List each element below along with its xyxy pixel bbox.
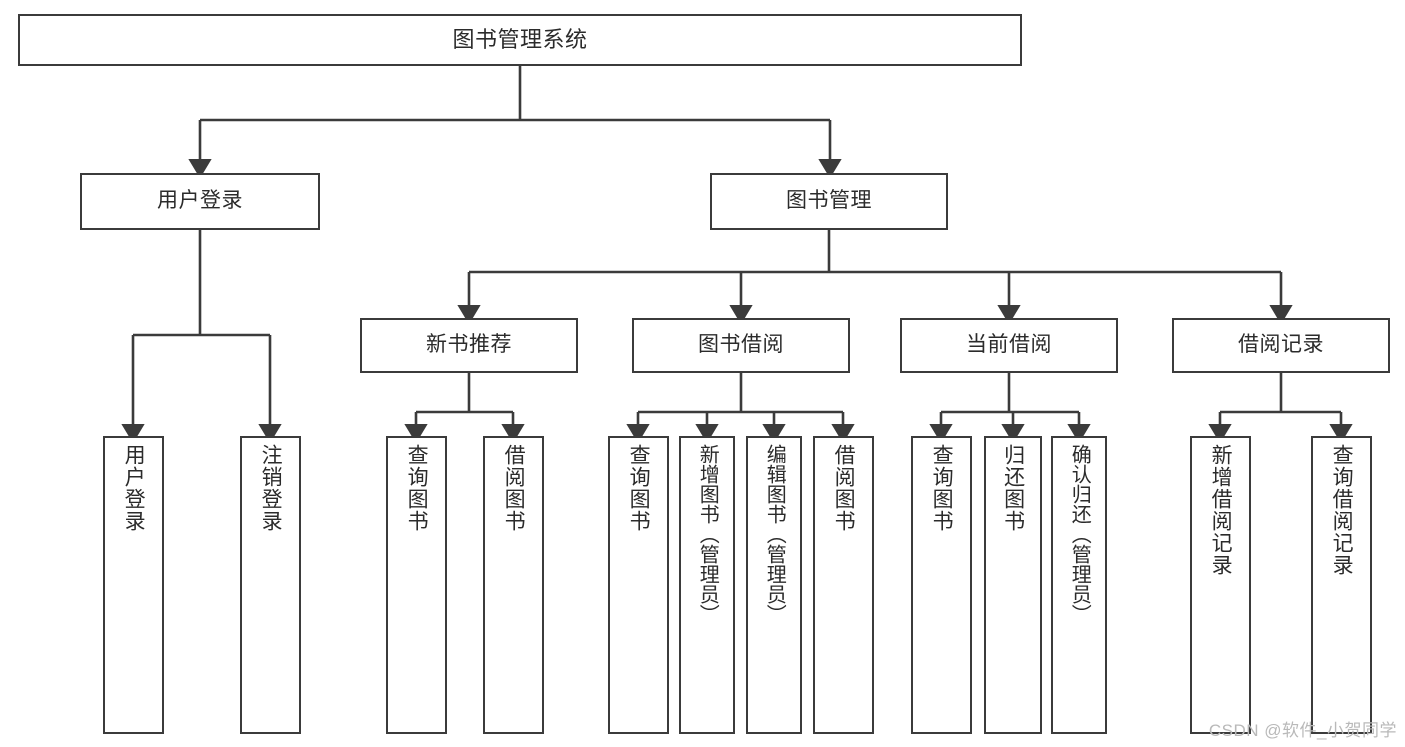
node-leaf-query-book-2-label: 查询图书	[627, 444, 651, 532]
node-leaf-edit-book[interactable]: 编辑图书（管理员）	[746, 436, 802, 734]
node-current-borrow[interactable]: 当前借阅	[900, 318, 1118, 373]
node-book-manage[interactable]: 图书管理	[710, 173, 948, 230]
node-root[interactable]: 图书管理系统	[18, 14, 1022, 66]
node-leaf-user-logout[interactable]: 注销登录	[240, 436, 301, 734]
node-borrow-record[interactable]: 借阅记录	[1172, 318, 1390, 373]
node-leaf-confirm-return-label: 确认归还（管理员）	[1068, 444, 1091, 624]
node-leaf-return-book[interactable]: 归还图书	[984, 436, 1042, 734]
node-leaf-borrow-book-2[interactable]: 借阅图书	[813, 436, 874, 734]
node-book-manage-label: 图书管理	[786, 189, 872, 213]
node-book-borrow[interactable]: 图书借阅	[632, 318, 850, 373]
node-leaf-query-book-1[interactable]: 查询图书	[386, 436, 447, 734]
node-borrow-record-label: 借阅记录	[1238, 333, 1324, 357]
node-leaf-query-record-label: 查询借阅记录	[1330, 444, 1354, 576]
node-leaf-borrow-book-1[interactable]: 借阅图书	[483, 436, 544, 734]
node-leaf-user-logout-label: 注销登录	[259, 444, 283, 532]
node-leaf-query-record[interactable]: 查询借阅记录	[1311, 436, 1372, 734]
node-leaf-edit-book-label: 编辑图书（管理员）	[763, 444, 786, 624]
node-leaf-query-book-3[interactable]: 查询图书	[911, 436, 972, 734]
node-leaf-confirm-return[interactable]: 确认归还（管理员）	[1051, 436, 1107, 734]
node-user-login[interactable]: 用户登录	[80, 173, 320, 230]
node-leaf-query-book-2[interactable]: 查询图书	[608, 436, 669, 734]
node-book-borrow-label: 图书借阅	[698, 333, 784, 357]
node-leaf-add-book-label: 新增图书（管理员）	[696, 444, 719, 624]
node-leaf-add-book[interactable]: 新增图书（管理员）	[679, 436, 735, 734]
node-leaf-user-login[interactable]: 用户登录	[103, 436, 164, 734]
node-leaf-query-book-1-label: 查询图书	[405, 444, 429, 532]
node-leaf-return-book-label: 归还图书	[1001, 444, 1025, 532]
node-new-book-recommend[interactable]: 新书推荐	[360, 318, 578, 373]
node-current-borrow-label: 当前借阅	[966, 333, 1052, 357]
node-leaf-user-login-label: 用户登录	[122, 444, 146, 532]
node-leaf-add-record[interactable]: 新增借阅记录	[1190, 436, 1251, 734]
node-leaf-query-book-3-label: 查询图书	[930, 444, 954, 532]
node-leaf-borrow-book-2-label: 借阅图书	[832, 444, 856, 532]
watermark: CSDN @软件_小贺同学	[1208, 721, 1397, 740]
node-leaf-add-record-label: 新增借阅记录	[1209, 444, 1233, 576]
node-user-login-label: 用户登录	[157, 189, 243, 213]
node-leaf-borrow-book-1-label: 借阅图书	[502, 444, 526, 532]
node-new-book-recommend-label: 新书推荐	[426, 333, 512, 357]
node-root-label: 图书管理系统	[452, 27, 588, 53]
